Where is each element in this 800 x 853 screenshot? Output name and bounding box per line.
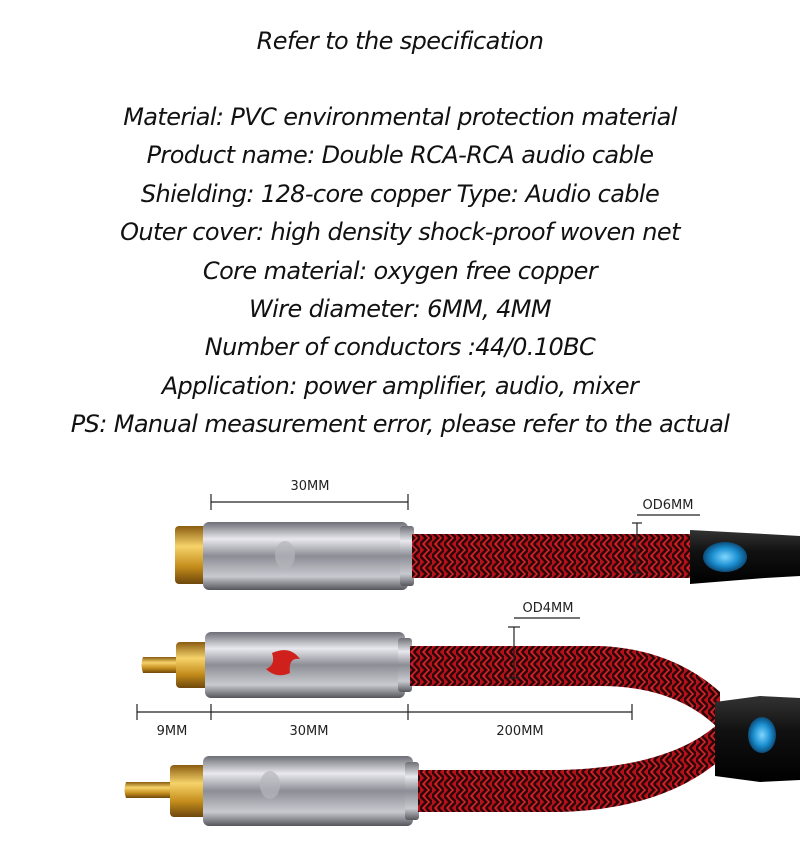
spec-line-material: Material: PVC environmental protection m… xyxy=(123,103,677,131)
female-connector-top xyxy=(175,522,414,590)
spec-line-application: Application: power amplifier, audio, mix… xyxy=(161,371,639,400)
dim-branch-length-label: 200MM xyxy=(496,724,543,739)
dim-plug-length-label: 30MM xyxy=(290,724,329,739)
dim-outer-diameter-main-label: OD6MM xyxy=(643,498,694,513)
spec-line-product-name: Product name: Double RCA-RCA audio cable xyxy=(146,141,654,170)
dim-top-connector-label: 30MM xyxy=(291,479,330,494)
dim-outer-diameter-branch: OD4MM xyxy=(508,601,580,679)
cable-main xyxy=(412,534,702,578)
dim-outer-diameter-main: OD6MM xyxy=(632,498,700,574)
cable-branch-lower xyxy=(418,722,720,812)
cable-branch-upper xyxy=(410,646,720,730)
dim-outer-diameter-branch-label: OD4MM xyxy=(523,601,574,616)
rca-plug-middle xyxy=(141,632,412,698)
spec-line-outer-cover: Outer cover: high density shock-proof wo… xyxy=(120,218,680,247)
spec-line-conductors: Number of conductors :44/0.10BC xyxy=(204,333,596,362)
spec-line-wire-diameter: Wire diameter: 6MM, 4MM xyxy=(249,294,552,323)
dim-row-bottom: 9MM 30MM 200MM xyxy=(136,704,633,739)
spec-line-shielding: Shielding: 128-core copper Type: Audio c… xyxy=(140,179,660,208)
spec-line-ps: PS: Manual measurement error, please ref… xyxy=(70,410,730,439)
splitter-bottom xyxy=(715,696,800,782)
splitter-top xyxy=(690,530,800,584)
rca-plug-bottom xyxy=(124,756,419,826)
cable-diagram: 30MM OD6MM OD4MM xyxy=(124,479,800,826)
spec-title: Refer to the specification xyxy=(256,27,544,55)
dim-top-connector: 30MM xyxy=(210,479,409,510)
spec-list: Material: PVC environmental protection m… xyxy=(0,98,800,444)
spec-line-core-material: Core material: oxygen free copper xyxy=(202,256,598,285)
dim-pin-length-label: 9MM xyxy=(157,724,188,739)
